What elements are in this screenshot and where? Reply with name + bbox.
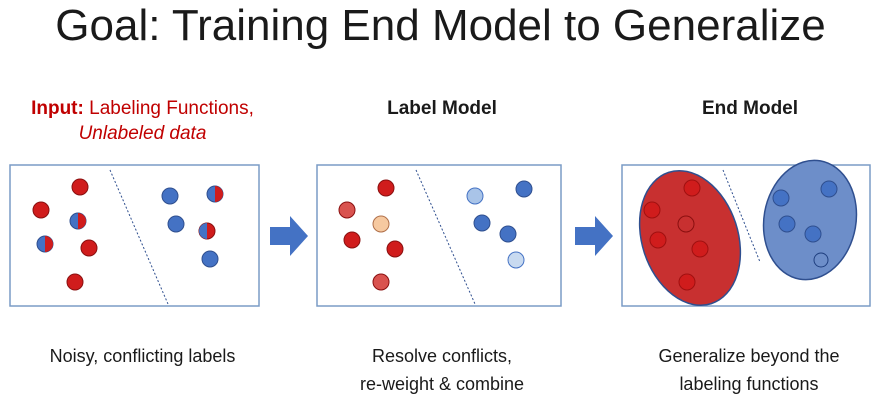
end-model-point-red	[649, 231, 667, 249]
input-point-red	[32, 201, 50, 219]
end-model-red-region	[638, 169, 742, 307]
end-model-panel	[621, 159, 871, 307]
end-model-point-blue	[804, 225, 822, 243]
label-model-caption-line1: Resolve conflicts,	[371, 346, 513, 366]
arrow-right-icon	[575, 216, 613, 256]
label-model-point-light-red	[338, 201, 356, 219]
end-model-point-unlabeled	[813, 252, 829, 268]
arrow-right-icon	[270, 216, 308, 256]
input-point-mixed	[198, 222, 216, 240]
end-model-heading: End Model	[701, 98, 799, 119]
input-panel-frame	[9, 164, 260, 307]
input-point-red	[80, 239, 98, 257]
end-model-point-blue	[772, 189, 790, 207]
input-line2: Unlabeled data	[78, 123, 207, 144]
label-model-point-blue	[499, 225, 517, 243]
label-model-caption: Resolve conflicts, re-weight & combine	[312, 342, 572, 398]
end-model-point-unlabeled	[677, 215, 695, 233]
label-model-point-uncertain	[372, 215, 390, 233]
input-decision-boundary	[109, 169, 169, 305]
input-point-red	[66, 273, 84, 291]
label-model-point-pale-blue	[507, 251, 525, 269]
label-model-decision-boundary	[415, 169, 476, 305]
input-point-red	[71, 178, 89, 196]
label-model-caption-line2: re-weight & combine	[359, 374, 525, 394]
end-model-decision-boundary	[722, 169, 761, 263]
end-model-caption-line1: Generalize beyond the	[658, 346, 840, 366]
input-caption: Noisy, conflicting labels	[49, 346, 236, 366]
input-panel	[9, 164, 260, 307]
end-model-point-red	[683, 179, 701, 197]
label-model-point-blue	[473, 214, 491, 232]
end-model-caption-line2: labeling functions	[679, 374, 819, 394]
input-point-mixed	[69, 212, 87, 230]
label-model-panel	[316, 164, 562, 307]
end-model-point-red	[643, 201, 661, 219]
input-point-blue	[161, 187, 179, 205]
label-model-point-red	[377, 179, 395, 197]
label-model-point-light-blue	[466, 187, 484, 205]
input-point-mixed	[206, 185, 224, 203]
label-model-point-red	[343, 231, 361, 249]
slide-title: Goal: Training End Model to Generalize	[55, 1, 826, 50]
end-model-point-red	[691, 240, 709, 258]
input-heading: Input: Labeling Functions, Unlabeled dat…	[0, 96, 285, 146]
end-model-point-blue	[820, 180, 838, 198]
input-prefix: Input:	[31, 98, 84, 119]
end-model-point-red	[678, 273, 696, 291]
label-model-point-red	[386, 240, 404, 258]
end-model-caption: Generalize beyond the labeling functions	[618, 342, 880, 398]
input-point-blue	[167, 215, 185, 233]
input-point-blue	[201, 250, 219, 268]
label-model-point-blue	[515, 180, 533, 198]
label-model-heading: Label Model	[387, 98, 497, 119]
input-line1: Labeling Functions,	[89, 98, 254, 119]
input-point-mixed	[36, 235, 54, 253]
end-model-point-blue	[778, 215, 796, 233]
label-model-point-light-red	[372, 273, 390, 291]
